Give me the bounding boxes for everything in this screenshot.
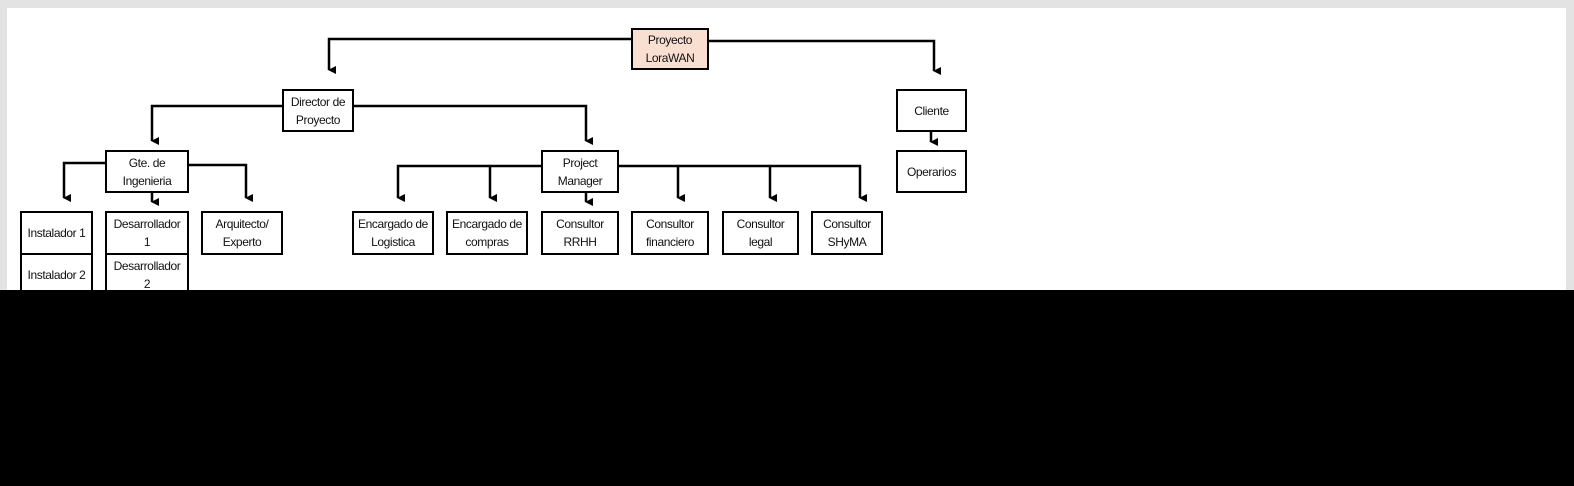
node-label: RRHH (563, 235, 597, 249)
edge-gte-arquitecto (188, 163, 253, 202)
node-label: Desarrollador (113, 259, 181, 273)
node-consultor-legal: Consultor legal (722, 211, 799, 255)
node-label: Instalador 1 (27, 226, 86, 240)
node-encargado-logistica: Encargado de Logistica (352, 211, 434, 255)
node-desarrollador-2: Desarrollador 2 (105, 253, 189, 297)
node-label: 1 (143, 235, 151, 249)
node-cliente: Cliente (896, 89, 967, 132)
node-consultor-financiero: Consultor financiero (631, 211, 709, 255)
node-desarrollador-1: Desarrollador 1 (105, 211, 189, 255)
node-label: Project (562, 155, 598, 170)
redacted-region (0, 290, 1574, 486)
node-label: Desarrollador (113, 217, 181, 231)
node-label: Cliente (914, 103, 949, 118)
node-label: Consultor (556, 217, 604, 231)
node-instalador-1: Instalador 1 (20, 211, 93, 255)
edge-gte-instalador1 (62, 161, 105, 202)
node-label: LoraWAN (645, 51, 695, 65)
node-label: Gte. de (128, 155, 166, 170)
node-director-de-proyecto: Director de Proyecto (282, 89, 354, 132)
node-encargado-compras: Encargado de compras (446, 211, 528, 255)
node-label: Consultor (646, 217, 694, 231)
node-label: Arquitecto/ (215, 217, 269, 231)
node-label: Experto (222, 235, 262, 249)
node-label: Encargado de (358, 217, 428, 231)
node-label: Consultor (736, 217, 785, 231)
node-label: Logistica (371, 235, 415, 249)
node-label: Instalador 2 (27, 268, 86, 282)
node-label: 2 (143, 277, 151, 291)
edge-pm-logistica (396, 164, 541, 202)
node-label: legal (748, 235, 773, 249)
node-label: Ingenieria (122, 173, 172, 188)
node-label: compras (465, 235, 509, 249)
edge-pm-financiero (618, 164, 867, 202)
edge-director-pm (353, 104, 593, 145)
connector-layer (62, 37, 941, 206)
node-label: Proyecto (295, 112, 341, 127)
edge-director-gte (150, 104, 282, 145)
node-label: Consultor (823, 217, 871, 231)
node-label: Encargado de (452, 217, 522, 231)
node-instalador-2: Instalador 2 (20, 253, 93, 297)
node-gte-ingenieria: Gte. de Ingenieria (105, 150, 189, 193)
node-label: Director de (290, 94, 346, 109)
node-arquitecto-experto: Arquitecto/Experto (201, 211, 283, 255)
node-label: financiero (645, 235, 695, 249)
edge-root-cliente (709, 39, 941, 75)
node-operarios: Operarios (896, 150, 967, 193)
edge-root-director (327, 37, 631, 74)
node-label: SHyMA (827, 235, 867, 249)
node-label: Operarios (906, 164, 957, 179)
node-label: Proyecto (647, 33, 693, 47)
node-label: Manager (557, 173, 603, 188)
